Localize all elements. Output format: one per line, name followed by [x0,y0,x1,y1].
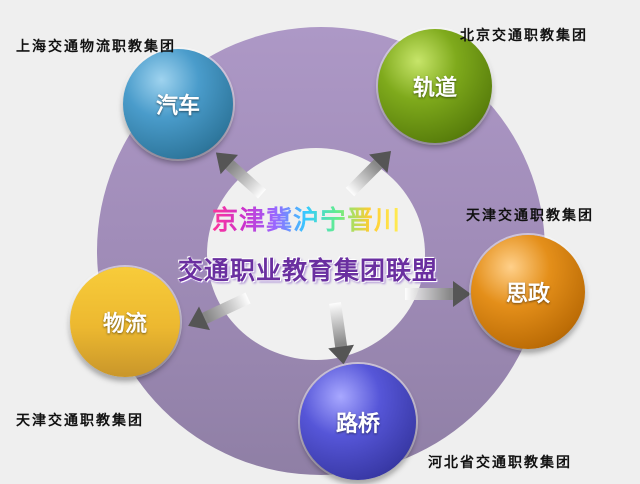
center-title-regions: 京津冀沪宁晋川 [212,200,401,237]
node-rail-label: 轨道 [412,76,457,101]
node-logistics[interactable]: 物流 [70,267,180,377]
node-logistics-label: 物流 [102,312,147,337]
node-politics-label: 思政 [505,282,550,307]
arrow-to-politics [405,281,471,307]
org-label-bridge: 河北省交通职教集团 [428,455,572,471]
center-title-alliance: 交通职业教育集团联盟 [178,256,439,285]
node-auto[interactable]: 汽车 [123,49,233,159]
org-label-politics: 天津交通职教集团 [466,208,594,224]
org-label-rail: 北京交通职教集团 [460,28,588,44]
node-politics[interactable]: 思政 [471,235,585,349]
node-bridge-label: 路桥 [335,412,380,437]
org-label-auto: 上海交通物流职教集团 [16,39,176,55]
node-auto-label: 汽车 [155,94,200,119]
node-bridge[interactable]: 路桥 [300,364,416,480]
org-label-logistics: 天津交通职教集团 [16,413,144,429]
node-rail[interactable]: 轨道 [378,29,492,143]
